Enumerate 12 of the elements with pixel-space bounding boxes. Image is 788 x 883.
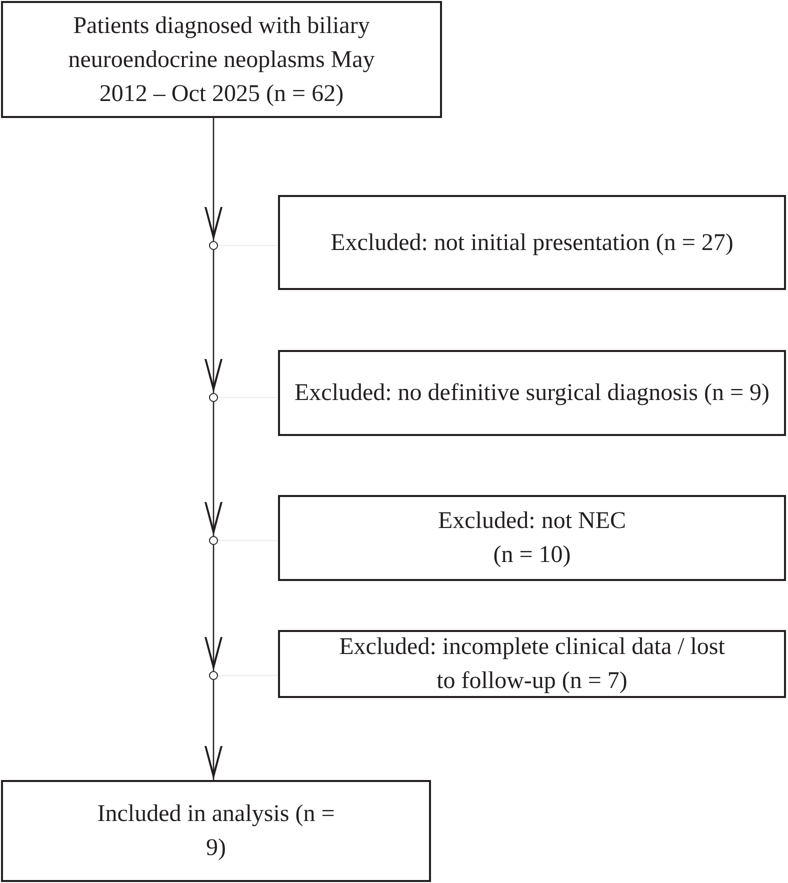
process-box (1, 1, 442, 118)
process-box (278, 350, 786, 436)
process-box (278, 495, 786, 581)
box-text: Excluded: not NEC (n = 10) (437, 507, 627, 570)
box-text: Excluded: no definitive surgical diagnosis (n = 9) (294, 379, 770, 408)
process-box (278, 630, 786, 698)
box-text: Patients diagnosed with biliary neuroendocrine neoplasms May 2012 – Oct 2025 (n = 62) (67, 12, 376, 108)
process-box (1, 780, 431, 882)
process-box (278, 195, 786, 290)
box-text: Included in analysis (n = 9) (96, 800, 336, 863)
box-text: Excluded: incomplete clinical data / lost to follow-up (n = 7) (338, 633, 726, 696)
box-text: Excluded: not initial presentation (n = 27) (330, 228, 734, 258)
